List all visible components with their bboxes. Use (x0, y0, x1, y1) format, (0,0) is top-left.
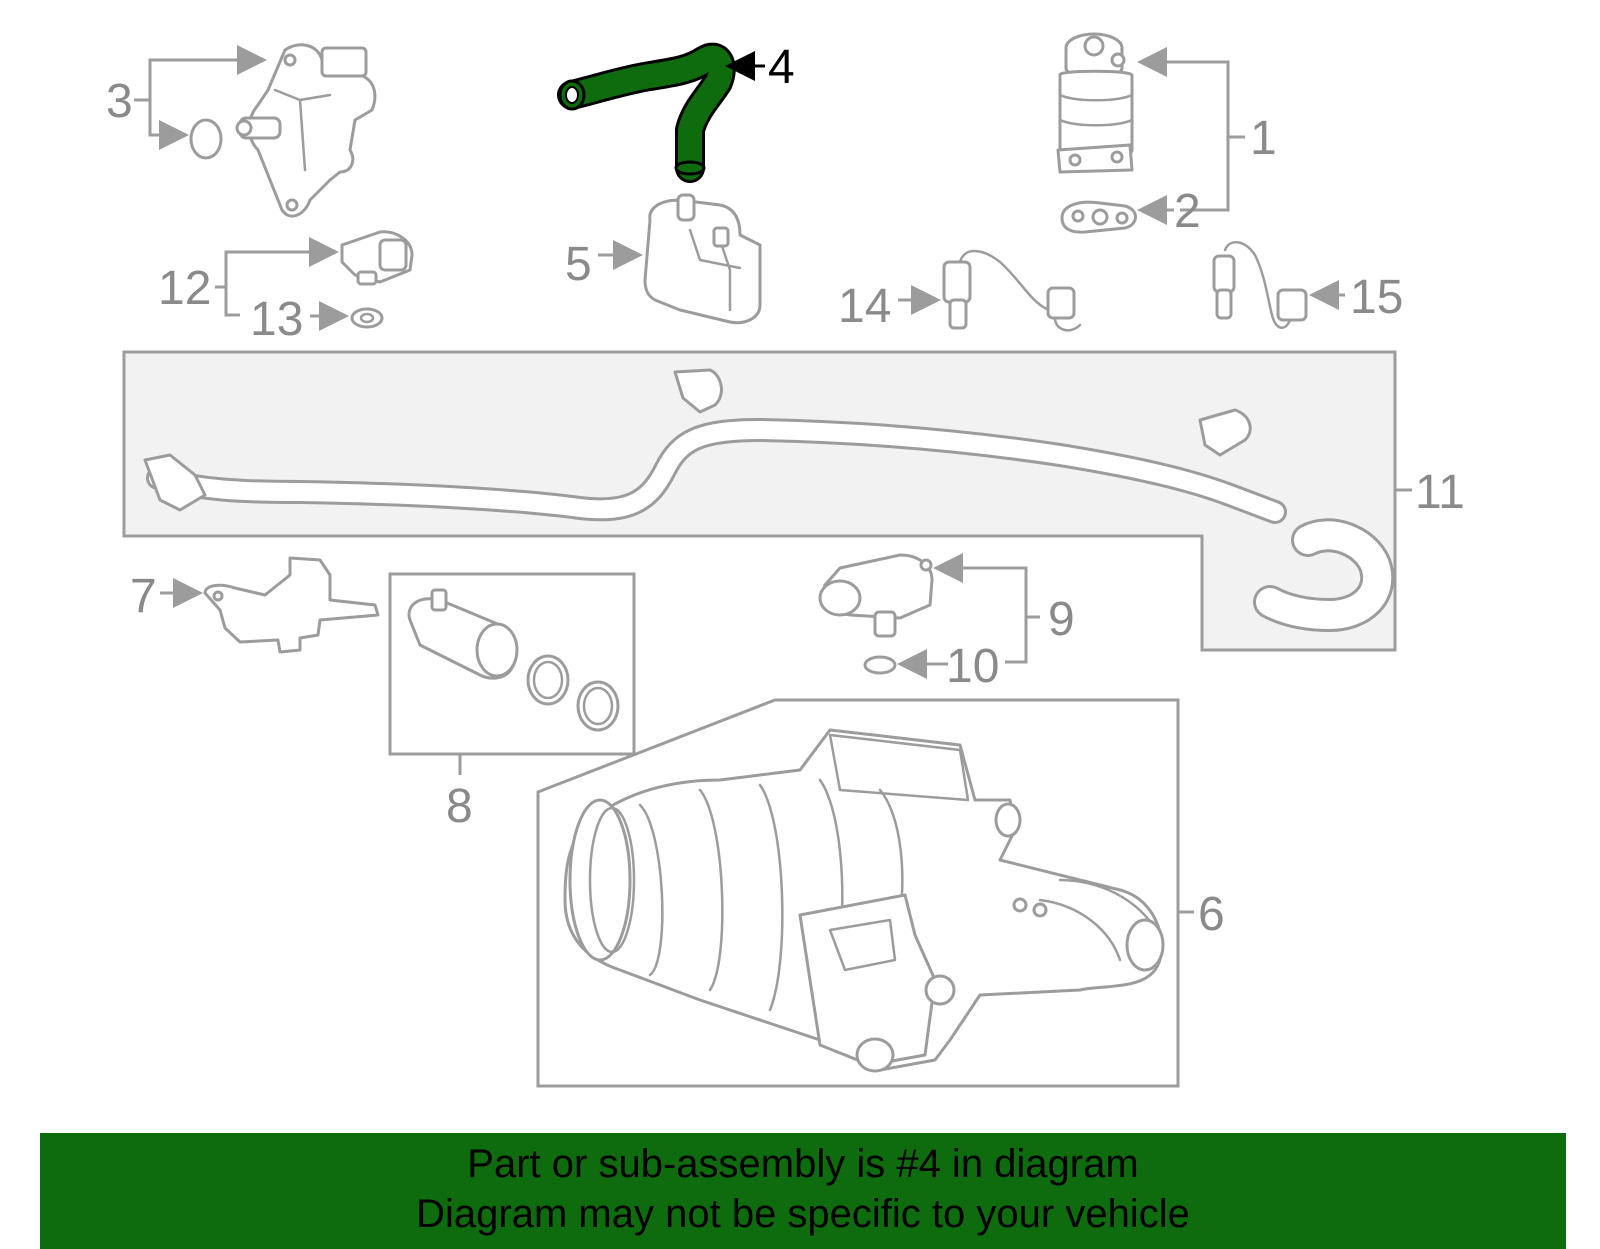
part-6-canister[interactable] (536, 698, 1180, 1088)
callout-12: 12 (158, 262, 211, 315)
leader-12 (215, 237, 339, 289)
leader-9 (933, 553, 1040, 619)
callout-10: 10 (946, 640, 999, 693)
part-13-seal[interactable] (350, 307, 384, 329)
part-11-tube-assembly[interactable] (122, 350, 1397, 652)
callout-7: 7 (130, 570, 157, 623)
part-10-seal[interactable] (863, 655, 897, 675)
callout-2: 2 (1174, 185, 1201, 238)
callout-9: 9 (1048, 593, 1075, 646)
leader-1 (1137, 47, 1245, 139)
banner-line-disclaimer: Diagram may not be specific to your vehi… (416, 1192, 1190, 1236)
part-15-oxygen-sensor[interactable] (1212, 241, 1308, 329)
callout-3: 3 (106, 75, 133, 128)
part-4-hose[interactable] (557, 42, 736, 183)
info-banner: Part or sub-assembly is #4 in diagram Di… (40, 1133, 1566, 1249)
part-5-separator[interactable] (643, 193, 762, 325)
banner-line-part: Part or sub-assembly is #4 in diagram (467, 1142, 1139, 1186)
leader-10 (900, 617, 1028, 664)
part-2-gasket[interactable] (1060, 200, 1137, 234)
callout-4: 4 (768, 41, 795, 94)
callout-13: 13 (250, 293, 303, 346)
part-12-sensor[interactable] (340, 230, 414, 286)
part-3-o-ring[interactable] (189, 118, 223, 160)
part-14-oxygen-sensor[interactable] (942, 249, 1082, 332)
callout-11: 11 (1415, 466, 1465, 519)
callout-5: 5 (565, 238, 592, 291)
callout-14: 14 (838, 280, 891, 333)
leader-2 (1180, 137, 1230, 212)
part-7-bracket[interactable] (203, 556, 380, 654)
callout-15: 15 (1350, 271, 1403, 324)
part-9-sensor[interactable] (818, 553, 934, 638)
callout-8: 8 (446, 780, 473, 833)
part-8-solenoid-kit[interactable] (388, 572, 636, 756)
part-3-valve[interactable] (235, 43, 377, 218)
part-1-valve[interactable] (1056, 32, 1134, 174)
callout-1: 1 (1250, 112, 1277, 165)
callout-6: 6 (1198, 888, 1225, 941)
